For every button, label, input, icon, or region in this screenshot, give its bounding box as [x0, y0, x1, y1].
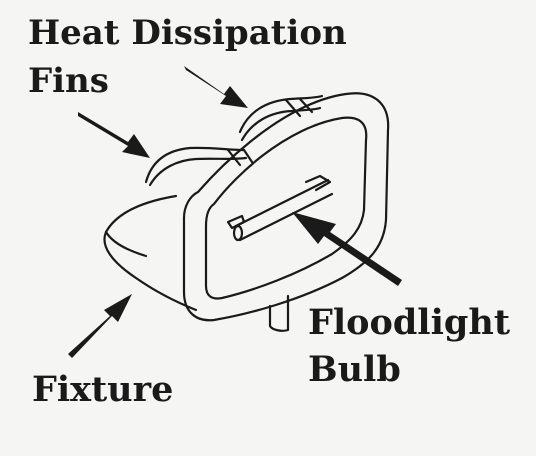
fin-left-edge — [148, 156, 248, 187]
fixture-housing-lower — [104, 230, 148, 258]
arrow-fins-right — [184, 66, 248, 108]
arrow-fixture — [68, 294, 132, 358]
bulb-end-cap — [232, 224, 244, 242]
fin-left — [144, 146, 246, 184]
fin-left-rib-2 — [242, 148, 254, 164]
label-heat-dissipation-line1: Heat Dissipation — [28, 13, 347, 53]
label-heat-dissipation-line2: Fins — [28, 61, 109, 101]
bulb-tube — [234, 178, 330, 228]
fixture-housing — [103, 194, 198, 312]
arrow-floodlight-bulb — [292, 212, 402, 286]
label-floodlight-line2: Bulb — [308, 349, 401, 390]
fixture-inner-opening — [204, 116, 368, 300]
arrow-fins-left — [78, 112, 150, 158]
mounting-stem — [268, 294, 290, 332]
fin-right-edge — [240, 106, 322, 142]
fixture-outer-frame — [182, 92, 390, 322]
label-floodlight-line1: Floodlight — [308, 302, 510, 343]
fin-left-rib-1 — [226, 148, 242, 167]
bulb-right-contact — [304, 174, 332, 192]
fin-right-rib-1 — [284, 98, 302, 118]
bulb-left-contact — [226, 214, 246, 230]
label-fixture: Fixture — [32, 369, 174, 410]
fin-right — [238, 94, 324, 134]
bulb-tube-lower — [238, 192, 334, 242]
